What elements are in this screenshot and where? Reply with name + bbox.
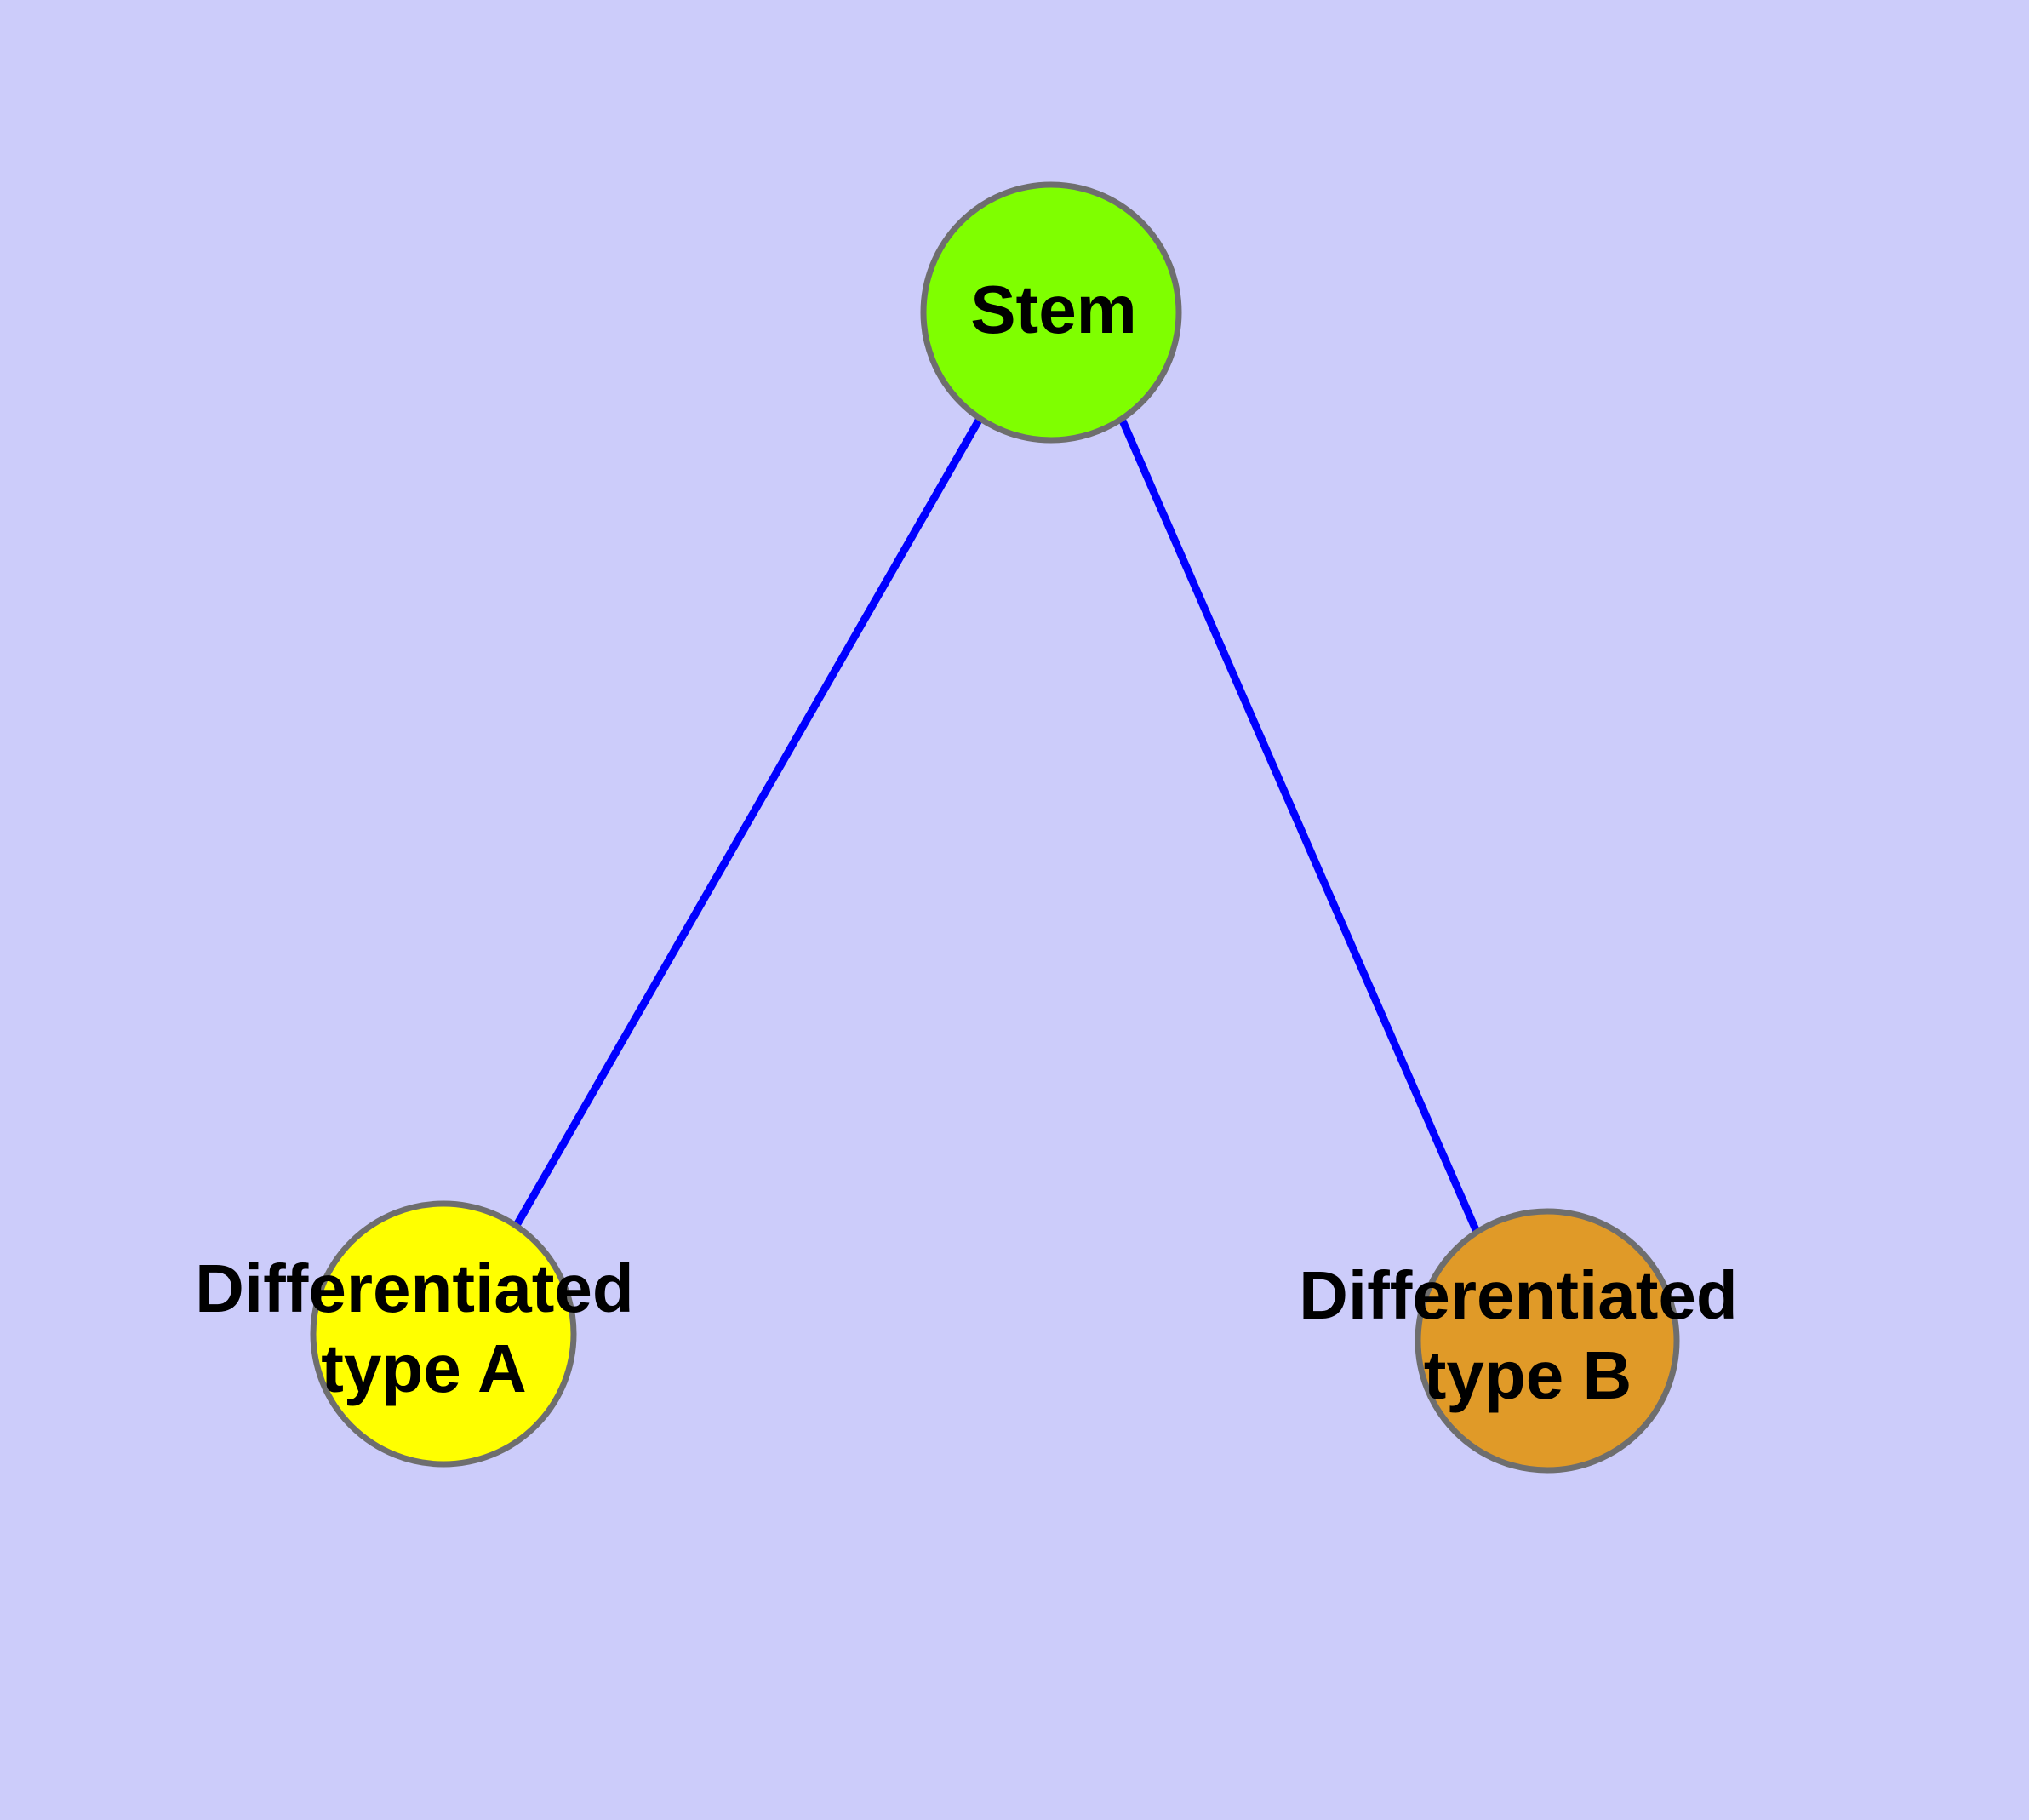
node-label-differentiated-type-a: Differentiated type A xyxy=(195,1251,653,1406)
node-label-differentiated-type-b-line2: type B xyxy=(1424,1337,1632,1413)
node-label-differentiated-type-a-line2: type A xyxy=(321,1331,527,1406)
node-label-differentiated-type-a-line1: Differentiated xyxy=(195,1251,634,1326)
node-label-differentiated-type-b-line1: Differentiated xyxy=(1299,1257,1738,1333)
node-stem[interactable] xyxy=(920,181,1182,444)
node-differentiated-type-b[interactable] xyxy=(1415,1208,1680,1474)
node-label-stem-line1: Stem xyxy=(970,272,1137,347)
node-label-stem: Stem xyxy=(970,272,1137,347)
labels-layer: Stem Differentiated type A Differentiate… xyxy=(195,272,1757,1413)
edges-layer xyxy=(512,416,1481,1233)
edge-stem-to-differentiated-type-a[interactable] xyxy=(512,416,983,1229)
node-label-differentiated-type-b: Differentiated type B xyxy=(1299,1257,1757,1413)
edge-stem-to-differentiated-type-b[interactable] xyxy=(1117,417,1481,1233)
node-differentiated-type-a[interactable] xyxy=(310,1200,577,1468)
nodes-layer xyxy=(310,181,1680,1474)
